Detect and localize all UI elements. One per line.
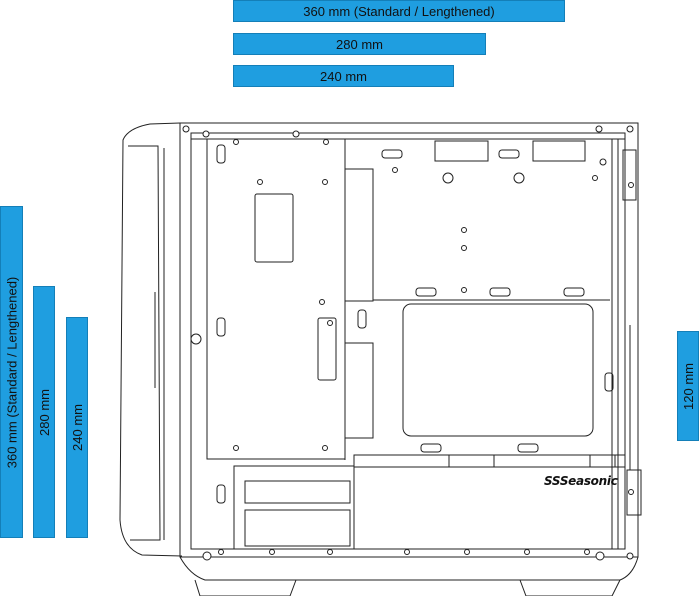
front-radiator-240-bar: 240 mm: [66, 317, 88, 538]
front-bezel: [119, 122, 183, 557]
seasonic-logo-mark: SS: [544, 474, 560, 488]
top-radiator-360-label: 360 mm (Standard / Lengthened): [303, 3, 495, 19]
top-radiator-240-bar: 240 mm: [233, 65, 454, 87]
screw-holes: [182, 125, 634, 561]
front-bezel-inner: [128, 145, 161, 541]
front-foot: [194, 579, 297, 596]
rear-fan-120-bar: 120 mm: [677, 331, 699, 441]
top-radiator-240-label: 240 mm: [320, 68, 367, 84]
seasonic-logo: SSSeasonic: [544, 474, 618, 488]
top-radiator-280-label: 280 mm: [336, 36, 383, 52]
mounting-slots: [216, 144, 614, 504]
bottom-skirt: [179, 556, 639, 581]
cpu-cutout: [402, 303, 594, 437]
front-radiator-280-bar: 280 mm: [33, 286, 55, 538]
top-radiator-360-bar: 360 mm (Standard / Lengthened): [233, 0, 565, 22]
front-radiator-360-bar: 360 mm (Standard / Lengthened): [0, 206, 23, 538]
case-body-outline: [179, 122, 639, 558]
drive-cage: [233, 465, 355, 550]
seasonic-logo-text: Seasonic: [559, 474, 618, 488]
psu-shroud: [353, 454, 626, 550]
top-radiator-280-bar: 280 mm: [233, 33, 486, 55]
motherboard-tray: [206, 138, 346, 460]
rear-foot: [519, 579, 621, 596]
